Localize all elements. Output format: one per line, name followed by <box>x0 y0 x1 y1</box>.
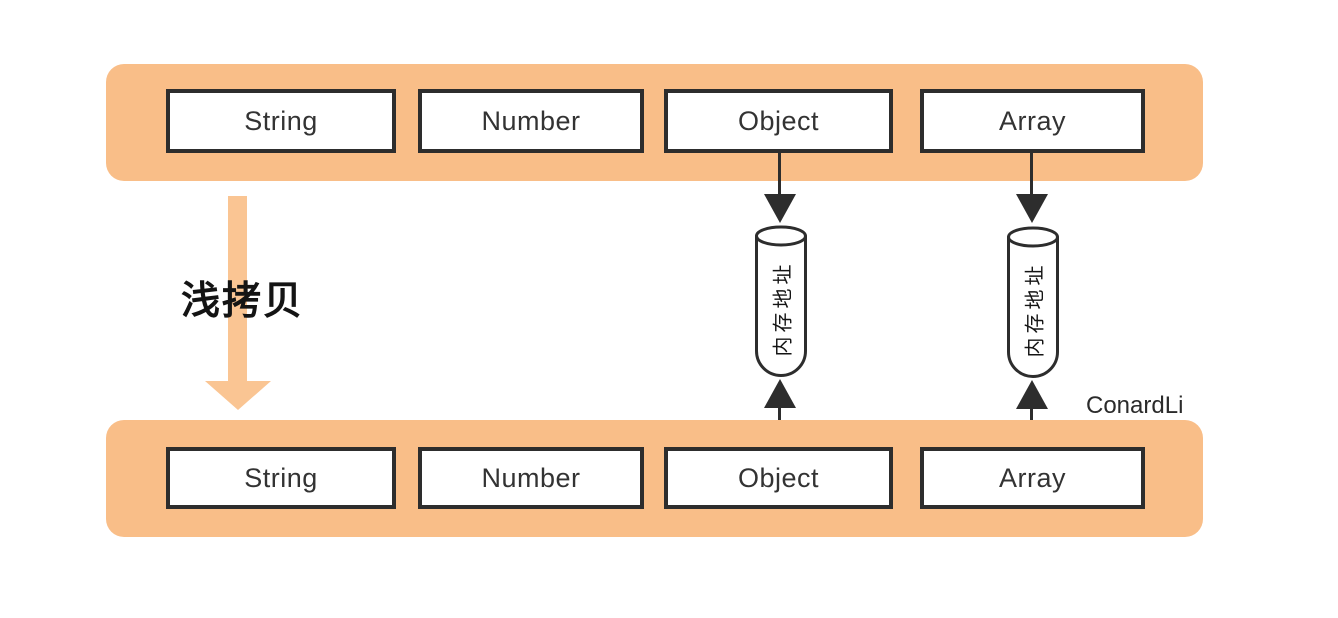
shallow-copy-arrow-shaft <box>228 196 247 382</box>
source-box-array-label: Array <box>998 105 1066 136</box>
source-box-object-label: Object <box>737 105 820 136</box>
arrow-object-to-memory-head-icon <box>764 194 796 223</box>
arrow-array-to-memory-line <box>1030 152 1033 197</box>
source-box-string: String <box>166 89 396 153</box>
source-box-number-label: Number <box>481 105 581 136</box>
cylinder-shape-icon <box>755 225 807 377</box>
copy-box-object: Object <box>664 447 893 509</box>
copy-box-number-label: Number <box>481 462 581 493</box>
arrow-copy-object-to-memory-head-icon <box>764 379 796 408</box>
copy-box-number: Number <box>418 447 644 509</box>
copy-box-array: Array <box>920 447 1145 509</box>
copy-box-string: String <box>166 447 396 509</box>
copy-box-array-label: Array <box>998 462 1066 493</box>
watermark: ConardLi <box>1086 392 1184 419</box>
shallow-copy-label: 浅拷贝 <box>181 280 305 323</box>
source-box-object: Object <box>664 89 893 153</box>
source-box-array: Array <box>920 89 1145 153</box>
memory-address-cylinder-object: 内存地址 <box>754 225 808 378</box>
copy-box-object-label: Object <box>737 462 820 493</box>
arrow-object-to-memory-line <box>778 152 781 197</box>
source-box-string-label: String <box>244 105 318 136</box>
memory-address-label: 内存地址 <box>1024 261 1047 358</box>
source-box-number: Number <box>418 89 644 153</box>
copy-box-string-label: String <box>244 462 318 493</box>
shallow-copy-arrow-head-icon <box>205 381 271 410</box>
arrow-copy-array-to-memory-head-icon <box>1016 380 1048 409</box>
memory-address-label: 内存地址 <box>772 260 795 357</box>
memory-address-cylinder-array: 内存地址 <box>1006 226 1060 379</box>
cylinder-shape-icon <box>1007 226 1059 378</box>
arrow-array-to-memory-head-icon <box>1016 194 1048 223</box>
